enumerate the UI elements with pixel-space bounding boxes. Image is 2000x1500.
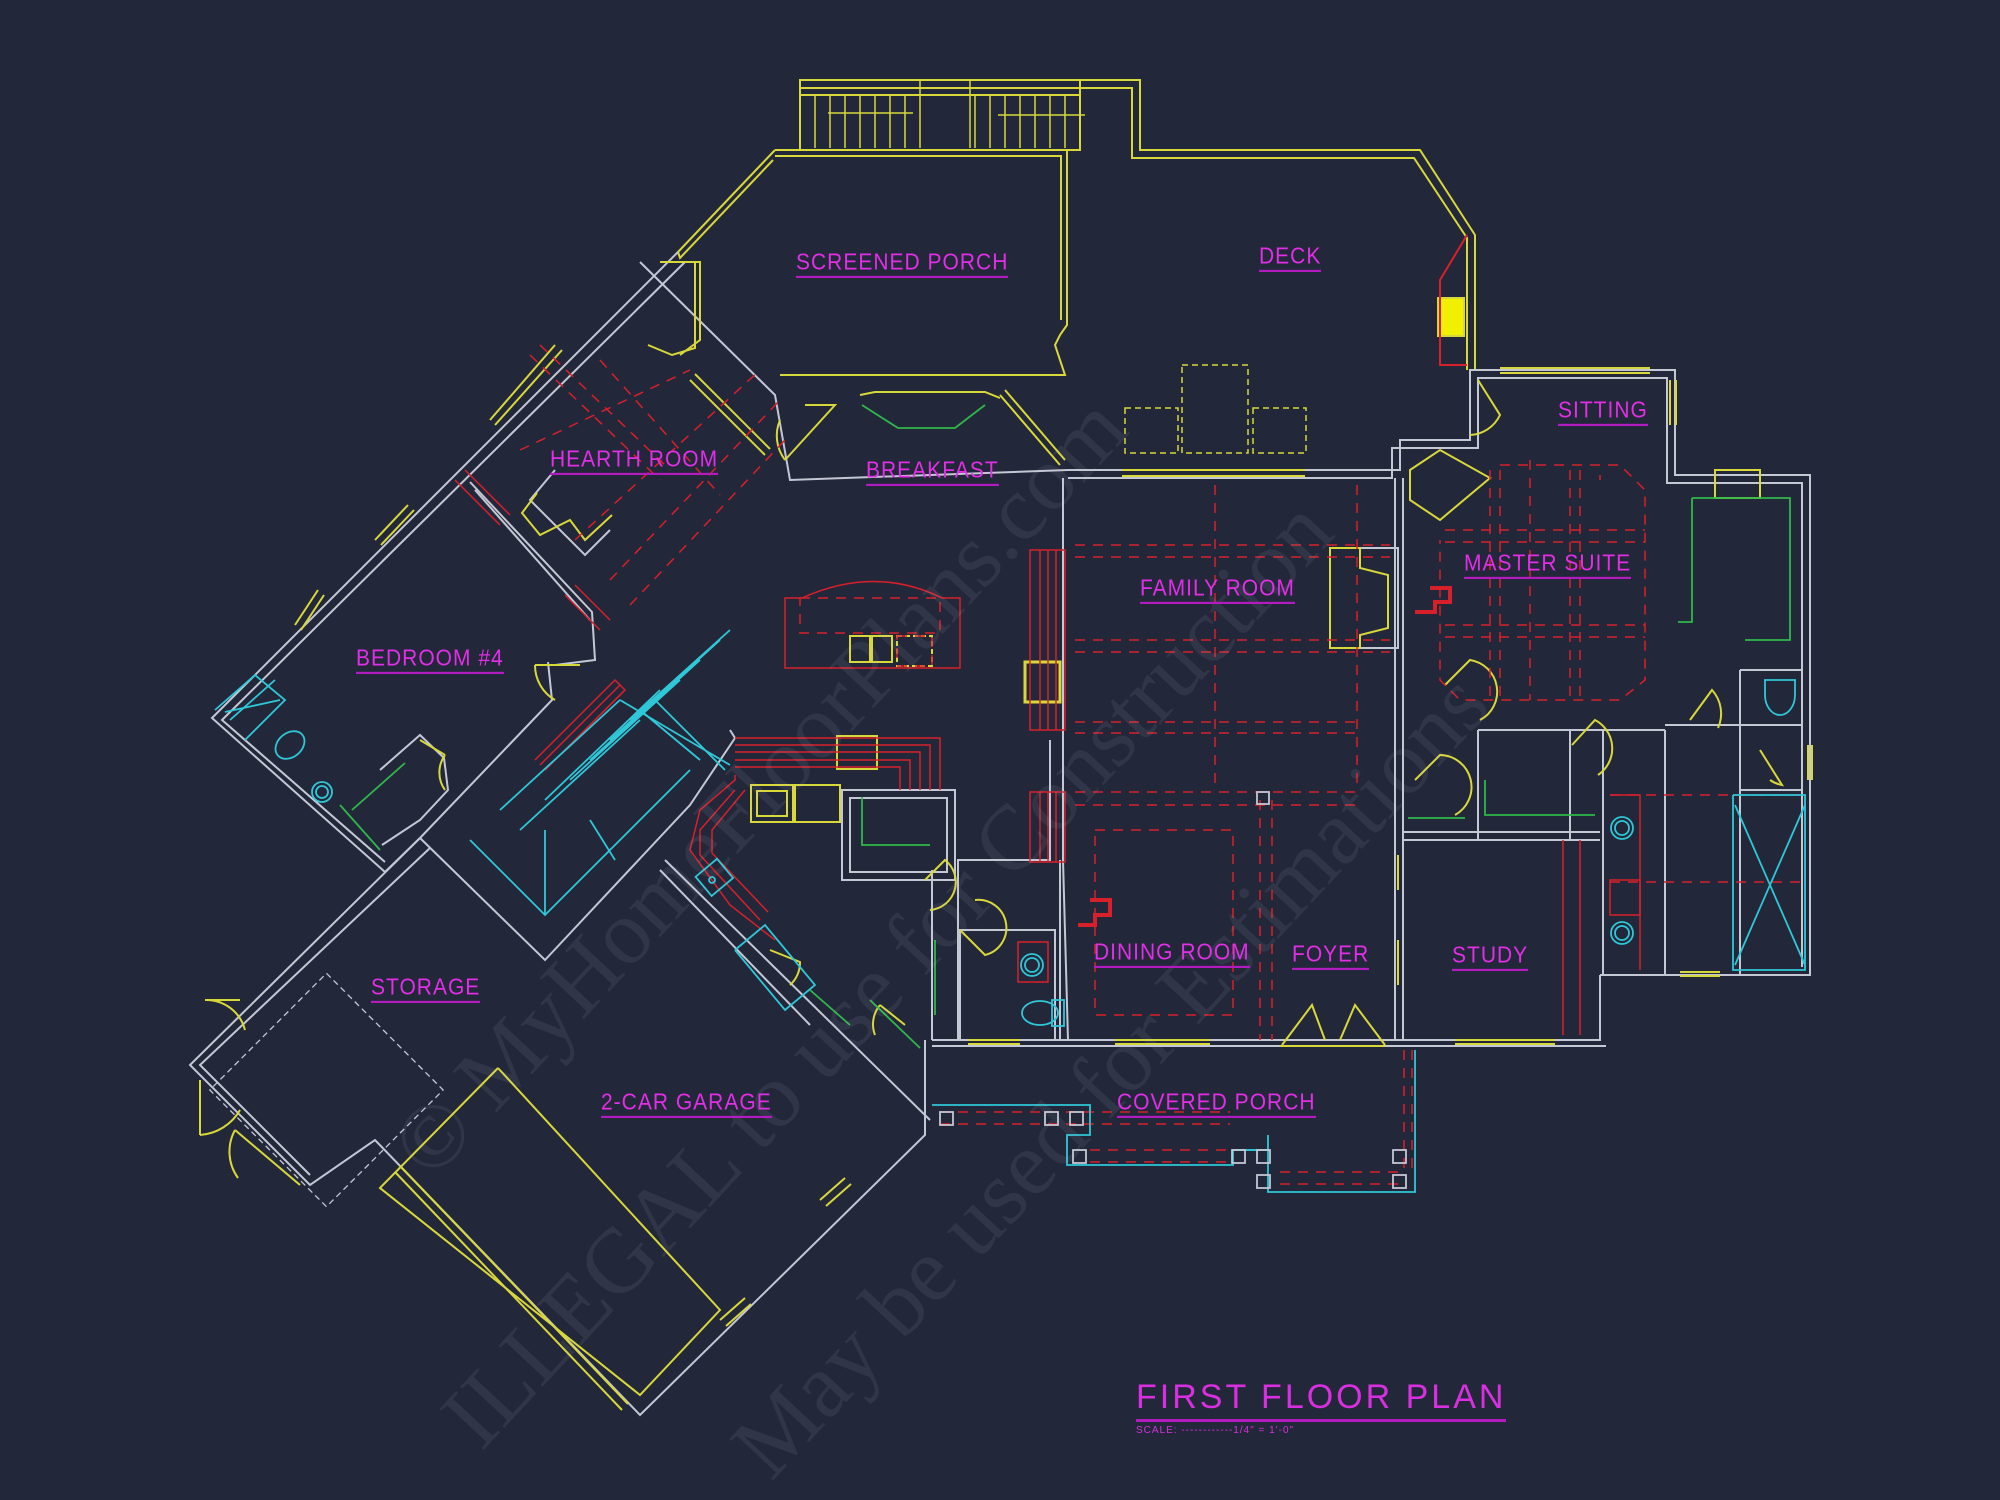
room-label-storage: STORAGE — [371, 975, 481, 1003]
ceiling-beams — [454, 344, 1800, 1185]
room-label-hearth-room: HEARTH ROOM — [550, 447, 719, 475]
room-label-family-room: FAMILY ROOM — [1140, 576, 1295, 604]
room-label-foyer: FOYER — [1292, 942, 1370, 970]
room-label-master-suite: MASTER SUITE — [1464, 551, 1632, 579]
drawing-title: FIRST FLOOR PLAN — [1136, 1378, 1507, 1422]
casework — [339, 404, 1791, 1049]
room-label-dining-room: DINING ROOM — [1094, 940, 1250, 968]
drawing-scale: SCALE: ------------1/4" = 1'-0" — [1136, 1425, 1295, 1436]
room-label-screened-porch: SCREENED PORCH — [796, 250, 1009, 278]
room-label-study: STUDY — [1452, 943, 1529, 971]
windows-doors — [199, 261, 1813, 1411]
room-label-covered-porch: COVERED PORCH — [1117, 1090, 1316, 1118]
fixtures — [214, 629, 1806, 1193]
room-label-deck: DECK — [1259, 244, 1322, 272]
storage-attic-outline — [208, 972, 445, 1208]
room-label-breakfast: BREAKFAST — [866, 458, 999, 486]
room-label-sitting: SITTING — [1558, 398, 1648, 426]
porch-columns — [939, 791, 1407, 1189]
walls — [188, 251, 1811, 1417]
room-label-bedroom-4: BEDROOM #4 — [356, 646, 504, 674]
drawing-title-block: FIRST FLOOR PLAN SCALE: ------------1/4"… — [1136, 1378, 1507, 1436]
room-label-garage: 2-CAR GARAGE — [601, 1090, 772, 1118]
deck-outline — [676, 79, 1476, 454]
